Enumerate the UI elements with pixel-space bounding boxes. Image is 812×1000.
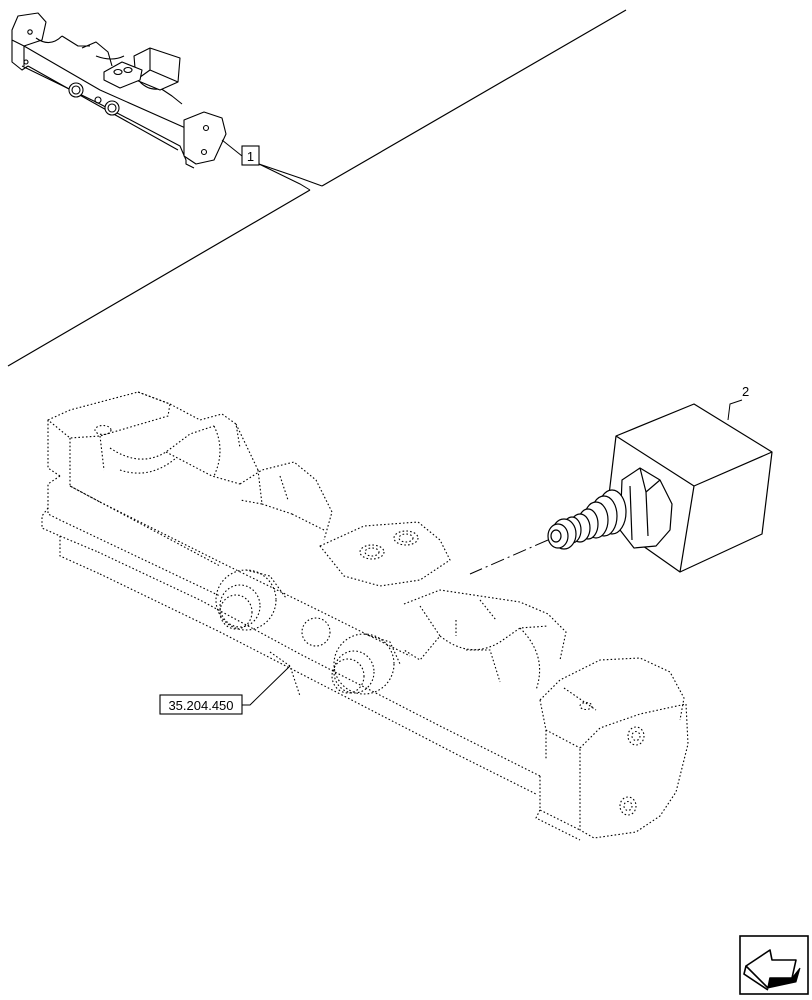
assembly-axis-line bbox=[469, 539, 549, 575]
callout-label-2: 2 bbox=[742, 384, 749, 399]
section-divider bbox=[7, 9, 627, 367]
callout-1: 1 bbox=[221, 139, 323, 191]
solenoid-cartridge-valve bbox=[547, 403, 773, 573]
callout-label-1: 1 bbox=[247, 149, 254, 164]
next-page-arrow-icon[interactable] bbox=[739, 935, 809, 995]
reference-callout: 35.204.450 bbox=[159, 665, 291, 715]
callout-box-1 bbox=[241, 145, 260, 166]
reference-label: 35.204.450 bbox=[168, 698, 233, 713]
callout-2: 2 bbox=[727, 384, 749, 421]
valve-body-phantom bbox=[41, 391, 689, 841]
inset-assembly-thumbnail bbox=[11, 12, 227, 169]
